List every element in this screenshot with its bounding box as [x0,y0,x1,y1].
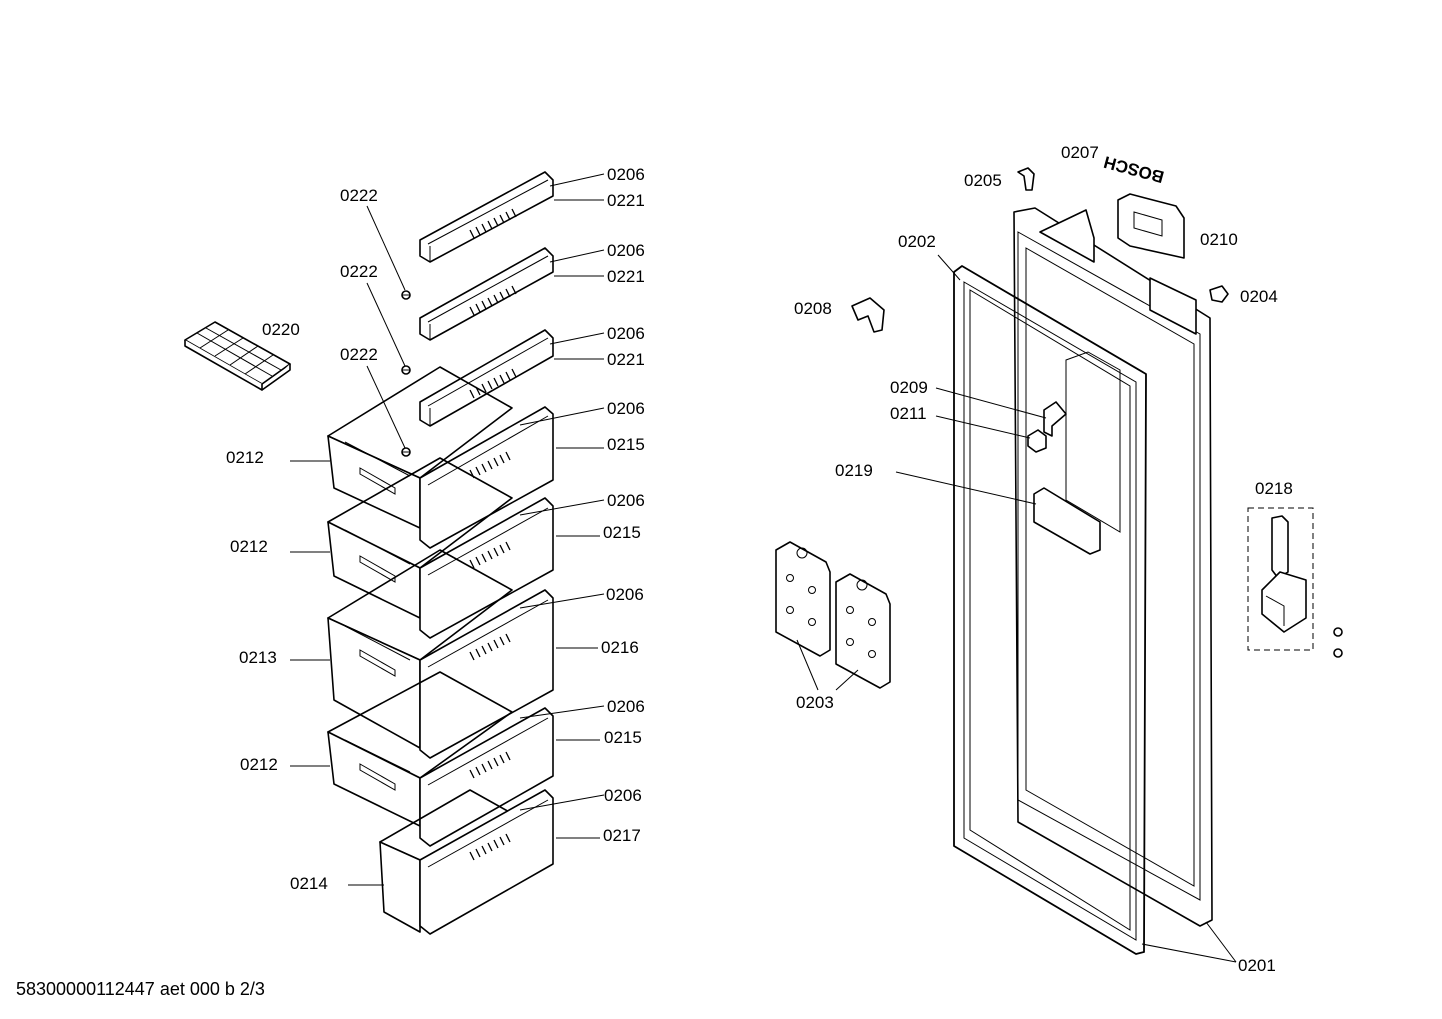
label-0221: 0221 [607,267,645,286]
door-gasket-part [953,265,1147,955]
bracket-part [851,297,885,333]
cold-pack-part [835,573,891,689]
leader-lines-left [290,173,605,886]
screw-part [401,447,411,457]
label-0211: 0211 [890,404,927,423]
label-0207: 0207 [1061,143,1099,162]
drawing-reference-footer: 58300000112447 aet 000 b 2/3 [16,979,265,999]
label-0201: 0201 [1238,956,1276,975]
hinge-part [1247,507,1314,651]
label-0219: 0219 [835,461,873,480]
label-0222: 0222 [340,186,378,205]
drawer-part [379,789,554,935]
label-0215: 0215 [604,728,642,747]
drawer-part [327,671,554,847]
label-0206: 0206 [607,697,645,716]
flap-part [419,171,554,263]
label-0206: 0206 [604,786,642,805]
door-assembly: BOSCH [775,152,1343,955]
drawer-part [327,457,554,639]
screw-part [1333,627,1343,658]
hook-part [1043,401,1067,437]
cover-part [1117,193,1185,259]
label-0206: 0206 [607,399,645,418]
brand-logo: BOSCH [1102,152,1166,186]
brand-logo-text: BOSCH [1102,152,1166,186]
flap-part [419,329,554,427]
screw-part [401,290,411,300]
label-0214: 0214 [290,874,328,893]
label-0217: 0217 [603,826,641,845]
label-0206: 0206 [607,241,645,260]
hinge-cap-part [1209,285,1229,303]
label-0212: 0212 [226,448,264,467]
part-labels: 0206 0221 0222 0206 0221 0222 0220 0206 … [226,143,1293,975]
pad-part [1027,429,1047,453]
ice-tray-part [184,321,291,391]
cold-pack-part [775,541,831,657]
drawer-part [327,549,554,759]
label-0212: 0212 [240,755,278,774]
drawer-part [327,366,554,549]
leader-lines-right [796,254,1237,963]
label-0222: 0222 [340,262,378,281]
label-0210: 0210 [1200,230,1238,249]
label-0212: 0212 [230,537,268,556]
label-0203: 0203 [796,693,834,712]
screw-part [401,365,411,375]
label-0209: 0209 [890,378,928,397]
label-0204: 0204 [1240,287,1278,306]
label-0202: 0202 [898,232,936,251]
label-0206: 0206 [607,491,645,510]
flap-part [419,247,554,341]
label-0206: 0206 [607,324,645,343]
label-0206: 0206 [607,165,645,184]
label-0221: 0221 [607,191,645,210]
drawer-stack [184,171,554,935]
label-0218: 0218 [1255,479,1293,498]
label-0215: 0215 [607,435,645,454]
label-0206: 0206 [606,585,644,604]
label-0205: 0205 [964,171,1002,190]
label-0221: 0221 [607,350,645,369]
label-0220: 0220 [262,320,300,339]
door-clip-part [1033,487,1101,555]
label-0213: 0213 [239,648,277,667]
label-0215: 0215 [603,523,641,542]
label-0208: 0208 [794,299,832,318]
clip-part [1017,167,1035,191]
label-0222: 0222 [340,345,378,364]
label-0216: 0216 [601,638,639,657]
door-panel-part [1013,207,1213,927]
